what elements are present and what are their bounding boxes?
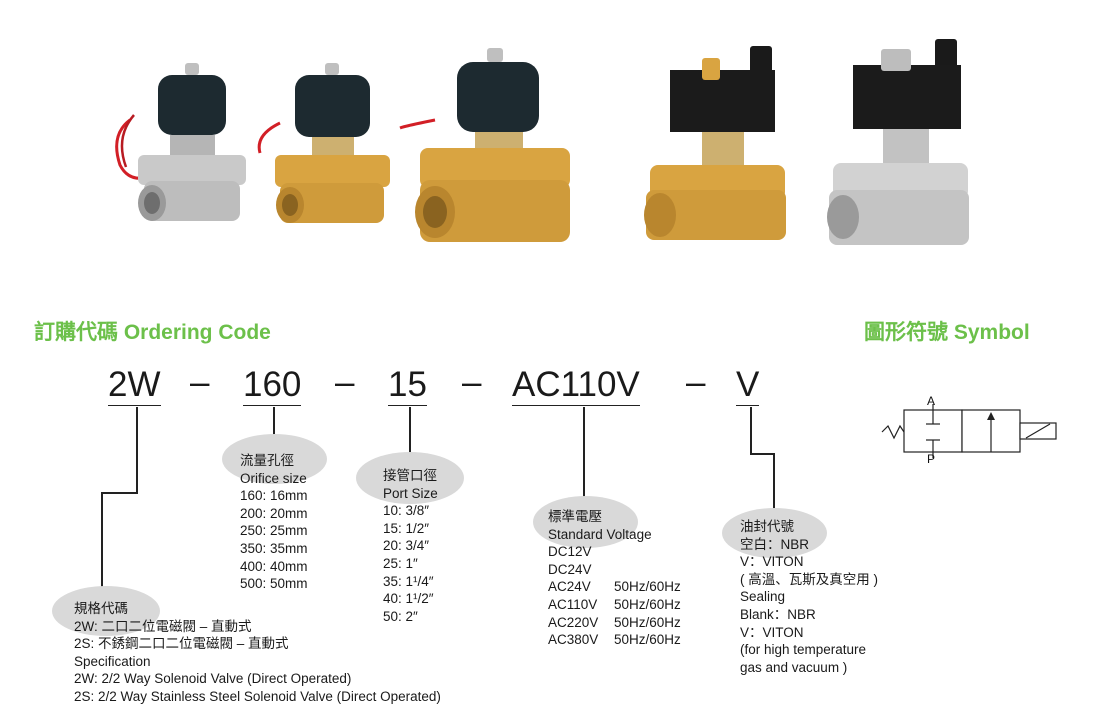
seal-item: Blank：NBR — [740, 606, 816, 622]
connector-series-h — [101, 492, 138, 494]
connector-seal-v2 — [773, 453, 775, 513]
spec-item: 2S: 2/2 Way Stainless Steel Solenoid Val… — [74, 688, 441, 704]
orifice-item: 350: 35mm — [240, 540, 308, 556]
code-dash-1: – — [190, 363, 210, 402]
voltage-frequency: 50Hz/60Hz — [614, 632, 681, 648]
connector-series-v1 — [136, 407, 138, 493]
voltage-frequency: 50Hz/60Hz — [614, 579, 681, 595]
orifice-item: 500: 50mm — [240, 576, 308, 592]
seal-item: gas and vacuum ) — [740, 659, 848, 675]
product-photo-stainless-valve-din — [825, 35, 985, 255]
voltage-title-en: Standard Voltage — [548, 526, 652, 542]
bubble-seal — [722, 508, 827, 558]
code-port: 15 — [388, 365, 427, 406]
product-photo-brass-valve-small — [240, 55, 390, 235]
code-series: 2W — [108, 365, 161, 406]
voltage-frequency: 50Hz/60Hz — [614, 614, 681, 630]
connector-seal-v1 — [750, 407, 752, 454]
voltage-group: 標準電壓 Standard Voltage DC12V DC24V AC24V 5… — [548, 508, 681, 649]
code-dash-4: – — [686, 363, 706, 402]
voltage-item: AC220V 50Hz/60Hz — [548, 614, 681, 632]
port-item: 10: 3/8″ — [383, 503, 430, 519]
seal-item: (for high temperature — [740, 642, 867, 658]
voltage-item: AC24V 50Hz/60Hz — [548, 578, 681, 596]
connector-seal-h — [750, 453, 774, 455]
connector-orifice — [273, 407, 275, 439]
product-photo-brass-valve-large — [395, 40, 595, 250]
seal-item: 空白：NBR — [740, 536, 810, 552]
seal-item: ( 高溫、瓦斯及真空用 ) — [740, 571, 878, 587]
symbol-port-p: P — [927, 452, 936, 466]
orifice-item: 250: 25mm — [240, 523, 308, 539]
code-voltage: AC110V — [512, 365, 640, 406]
orifice-title-en: Orifice size — [240, 470, 307, 486]
voltage-value: AC220V — [548, 614, 599, 630]
voltage-title-zh: 標準電壓 — [548, 509, 602, 524]
product-photo-stainless-valve — [100, 55, 250, 235]
seal-item: V：VITON — [740, 554, 804, 570]
port-item: 40: 1¹/2″ — [383, 591, 434, 607]
orifice-item: 400: 40mm — [240, 558, 308, 574]
port-item: 25: 1″ — [383, 555, 418, 571]
spec-title-zh: 規格代碼 — [74, 601, 128, 616]
voltage-item: AC110V 50Hz/60Hz — [548, 596, 681, 614]
port-group: 接管口徑 Port Size 10: 3/8″ 15: 1/2″ 20: 3/4… — [383, 467, 438, 625]
connector-port — [409, 407, 411, 453]
port-item: 20: 3/4″ — [383, 538, 430, 554]
code-dash-3: – — [462, 363, 482, 402]
voltage-value: AC380V — [548, 632, 599, 648]
voltage-value: AC24V — [548, 579, 591, 595]
valve-symbol — [880, 396, 1065, 471]
port-item: 50: 2″ — [383, 608, 418, 624]
spec-group: 規格代碼 2W: 二口二位電磁閥 – 直動式 2S: 不銹鋼二口二位電磁閥 – … — [74, 600, 441, 706]
voltage-item: DC24V — [548, 561, 681, 579]
orifice-item: 160: 16mm — [240, 488, 308, 504]
bubble-orifice — [222, 434, 327, 484]
voltage-value: DC24V — [548, 561, 592, 577]
bubble-voltage — [533, 496, 638, 548]
port-item: 15: 1/2″ — [383, 520, 430, 536]
spec-item: 2W: 二口二位電磁閥 – 直動式 — [74, 618, 252, 634]
port-title-en: Port Size — [383, 485, 438, 501]
seal-title-zh: 油封代號 — [740, 519, 794, 534]
spec-item: 2S: 不銹鋼二口二位電磁閥 – 直動式 — [74, 636, 289, 652]
seal-item: V：VITON — [740, 624, 804, 640]
spring-icon — [881, 424, 905, 440]
connector-series-v2 — [101, 492, 103, 594]
spec-item: Specification — [74, 653, 151, 669]
voltage-item: AC380V 50Hz/60Hz — [548, 631, 681, 649]
voltage-value: DC12V — [548, 544, 592, 560]
bubble-port — [356, 452, 464, 504]
symbol-heading: 圖形符號 Symbol — [864, 321, 1030, 344]
spec-item: 2W: 2/2 Way Solenoid Valve (Direct Opera… — [74, 671, 352, 687]
voltage-item: DC12V — [548, 543, 681, 561]
orifice-group: 流量孔徑 Orifice size 160: 16mm 200: 20mm 25… — [240, 452, 308, 593]
connector-voltage — [583, 407, 585, 497]
ordering-code-heading: 訂購代碼 Ordering Code — [34, 321, 271, 344]
symbol-port-a: A — [927, 394, 936, 408]
seal-group: 油封代號 空白：NBR V：VITON ( 高溫、瓦斯及真空用 ) Sealin… — [740, 518, 878, 676]
code-dash-2: – — [335, 363, 355, 402]
bubble-spec — [52, 586, 160, 636]
code-orifice: 160 — [243, 365, 302, 406]
code-seal: V — [736, 365, 760, 406]
orifice-title-zh: 流量孔徑 — [240, 453, 294, 468]
product-photo-brass-valve-din — [640, 40, 800, 250]
voltage-frequency: 50Hz/60Hz — [614, 596, 681, 612]
port-title-zh: 接管口徑 — [383, 468, 437, 483]
voltage-value: AC110V — [548, 596, 598, 612]
seal-item: Sealing — [740, 589, 786, 605]
orifice-item: 200: 20mm — [240, 505, 308, 521]
port-item: 35: 1¹/4″ — [383, 573, 434, 589]
